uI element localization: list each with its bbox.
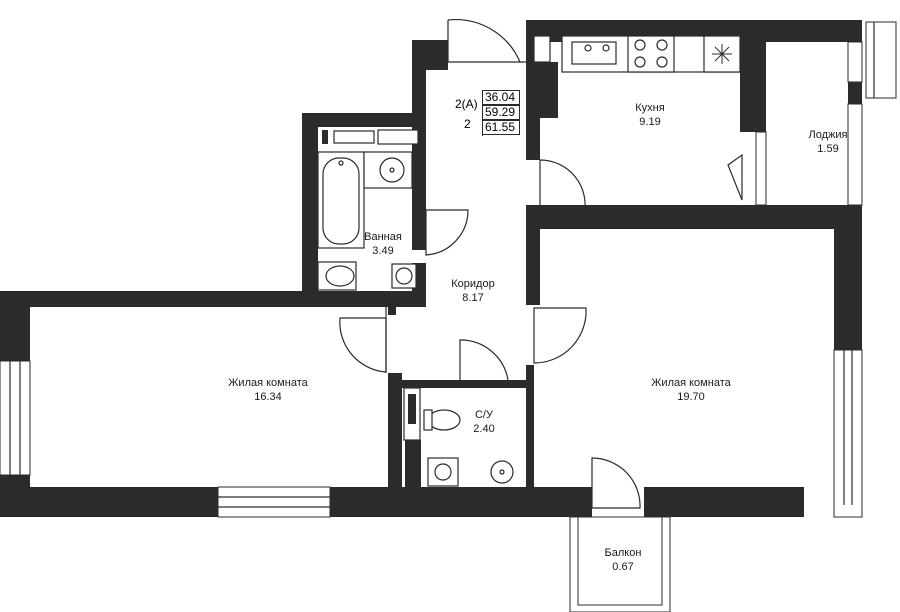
kitchen-sink <box>571 41 617 65</box>
room-name: Кухня <box>635 102 665 114</box>
room-name: Коридор <box>451 278 495 290</box>
wall-bottom-middle <box>330 487 592 517</box>
left-room-door <box>339 317 387 373</box>
window-loggia-lower <box>847 103 863 206</box>
window-left-room <box>0 360 31 476</box>
window-left-room-bottom <box>217 486 331 518</box>
balcony-door <box>591 457 641 509</box>
windows <box>0 21 897 612</box>
area-total: 59.29 <box>482 105 520 120</box>
room-name: Балкон <box>604 547 642 559</box>
room-label-loggia: Лоджия 1.59 <box>809 128 848 156</box>
room-area: 16.34 <box>254 391 282 403</box>
room-area: 9.19 <box>639 116 661 128</box>
wall-bottom-right <box>644 487 804 517</box>
kitchen-door <box>539 159 586 216</box>
room-label-wc: С/У 2.40 <box>473 408 494 436</box>
wall-wc-top <box>388 380 528 388</box>
doors <box>339 18 743 509</box>
room-label-living-right: Жилая комната 19.70 <box>651 376 730 404</box>
apartment-type: 2(А) <box>455 97 478 111</box>
room-area: 8.17 <box>462 292 484 304</box>
kitchen-stove <box>627 35 675 73</box>
wall-bath-left <box>302 113 318 307</box>
wall-loggia-pier <box>848 82 862 104</box>
loggia-door <box>727 153 743 201</box>
room-name: С/У <box>474 409 493 421</box>
wall-corridor-left <box>412 40 426 250</box>
loggia-door-frame <box>755 131 767 206</box>
bathtub-basin <box>322 157 360 245</box>
walls <box>0 20 862 517</box>
balcony-inner <box>577 516 663 606</box>
room-label-corridor: Коридор 8.17 <box>451 277 494 305</box>
apartment-summary: 2(А) 2 36.04 59.29 61.55 <box>452 90 520 136</box>
room-area: 3.49 <box>372 245 394 257</box>
room-name: Лоджия <box>808 129 848 141</box>
loggia-balcony-rail <box>865 21 897 99</box>
area-living: 36.04 <box>482 90 520 105</box>
bathroom-door <box>425 209 469 256</box>
room-name: Ванная <box>364 231 402 243</box>
room-area: 2.40 <box>473 423 495 435</box>
window-right-room <box>833 349 863 518</box>
room-area: 0.67 <box>612 561 634 573</box>
wall-wc-shaft <box>405 440 421 487</box>
room-label-living-left: Жилая комната 16.34 <box>228 376 307 404</box>
room-label-balcony: Балкон 0.67 <box>605 546 642 574</box>
fixtures <box>317 35 741 487</box>
window-loggia-upper <box>847 41 863 83</box>
wall-right-room-left <box>526 365 534 515</box>
right-room-door <box>533 307 587 364</box>
wall-vent-block <box>540 62 558 118</box>
wall-bath-top <box>302 113 426 127</box>
snowflake-icon <box>712 44 732 64</box>
entrance-door <box>447 18 521 63</box>
room-area: 1.59 <box>817 143 839 155</box>
area-with-balcony: 61.55 <box>482 120 520 135</box>
room-name: Жилая комната <box>651 377 731 389</box>
wall-bottom-left <box>0 487 218 517</box>
wall-entrance-left <box>412 40 448 70</box>
room-count: 2 <box>464 117 471 131</box>
wall-wc-left <box>388 373 402 491</box>
wall-kitchen-right <box>740 40 766 132</box>
wc-toilet <box>427 409 461 431</box>
wc-door <box>459 339 509 381</box>
wall-kitchen-bottom <box>526 205 862 229</box>
wall-right-upper <box>834 205 862 350</box>
room-area: 19.70 <box>677 391 705 403</box>
wall-left-room-top <box>0 291 423 307</box>
room-name: Жилая комната <box>228 377 308 389</box>
room-label-kitchen: Кухня 9.19 <box>635 101 664 129</box>
wall-stub <box>388 305 396 315</box>
room-label-bathroom: Ванная 3.49 <box>364 230 402 258</box>
wall-kitchen-left-lower <box>526 215 540 305</box>
